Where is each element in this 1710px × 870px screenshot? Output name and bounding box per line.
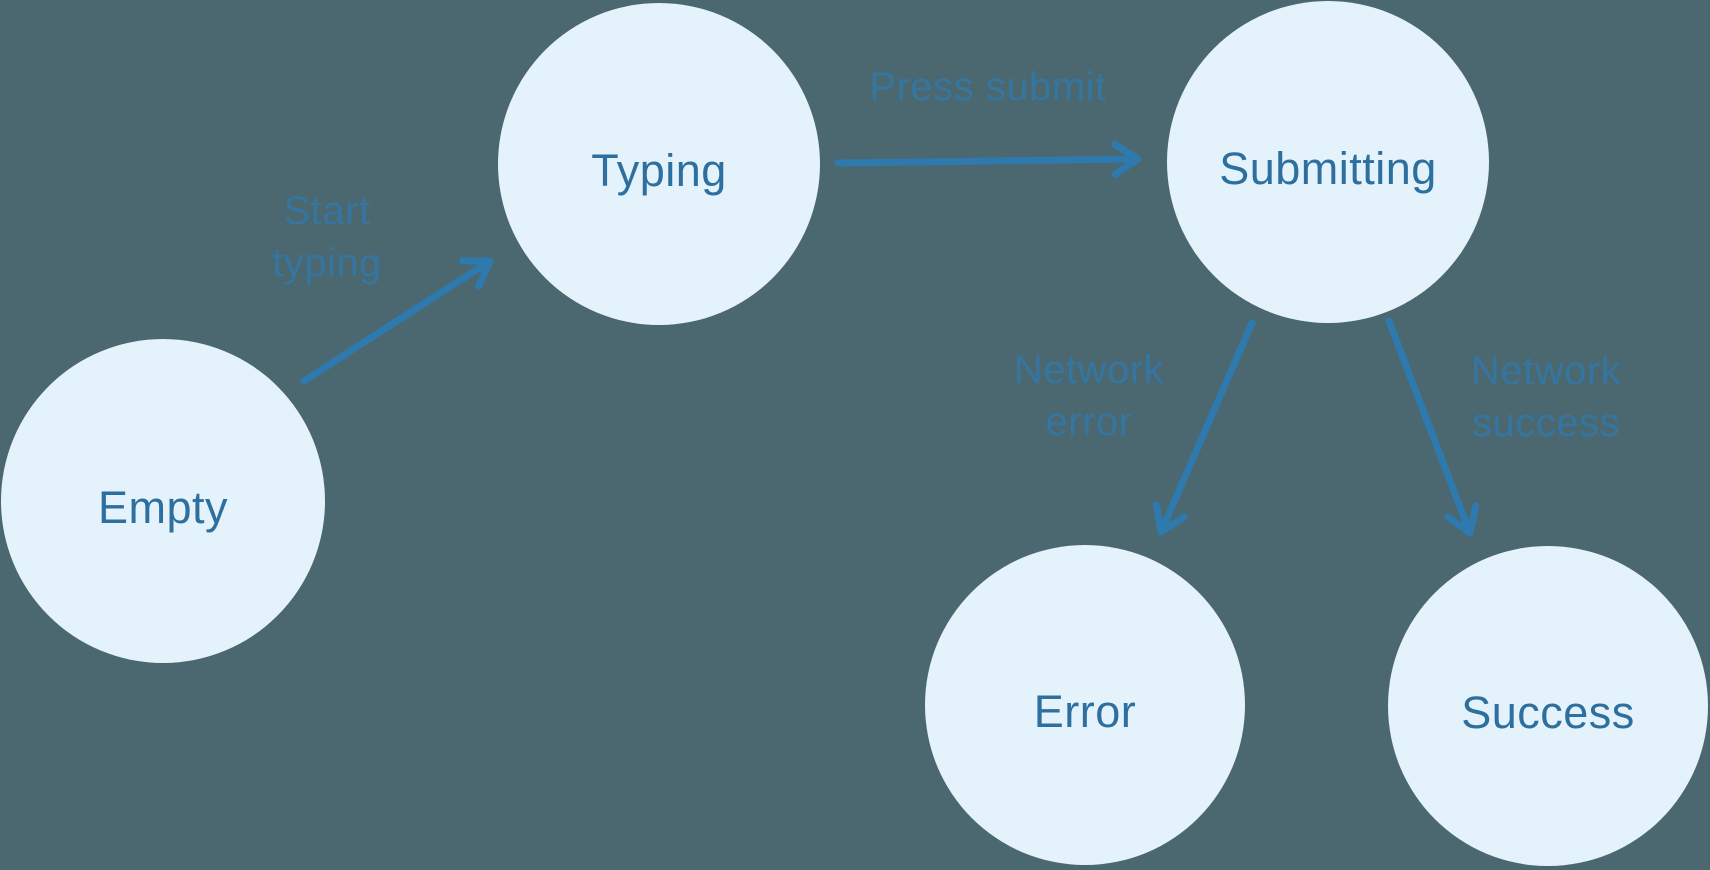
state-label-error: Error <box>1033 686 1137 737</box>
state-label-submitting: Submitting <box>1219 143 1437 194</box>
state-node-empty: Empty <box>1 339 325 663</box>
transition-label-network-success: Network success <box>1470 349 1622 445</box>
state-node-error: Error <box>925 545 1245 865</box>
state-node-success: Success <box>1388 546 1708 866</box>
transition-arrow-empty-to-typing <box>300 257 494 385</box>
state-node-typing: Typing <box>498 3 820 325</box>
state-node-submitting: Submitting <box>1167 1 1489 323</box>
transition-arrow-typing-to-submitting <box>834 140 1142 178</box>
state-label-empty: Empty <box>97 482 229 533</box>
state-label-success: Success <box>1461 687 1635 738</box>
transition-arrow-submitting-to-success <box>1385 317 1480 537</box>
state-label-typing: Typing <box>591 145 727 196</box>
transition-arrow-submitting-to-error <box>1152 319 1256 536</box>
transition-label-start-typing: Start typing <box>272 189 382 285</box>
transition-label-network-error: Network error <box>1013 348 1165 444</box>
transition-label-press-submit: Press submit <box>869 65 1107 109</box>
